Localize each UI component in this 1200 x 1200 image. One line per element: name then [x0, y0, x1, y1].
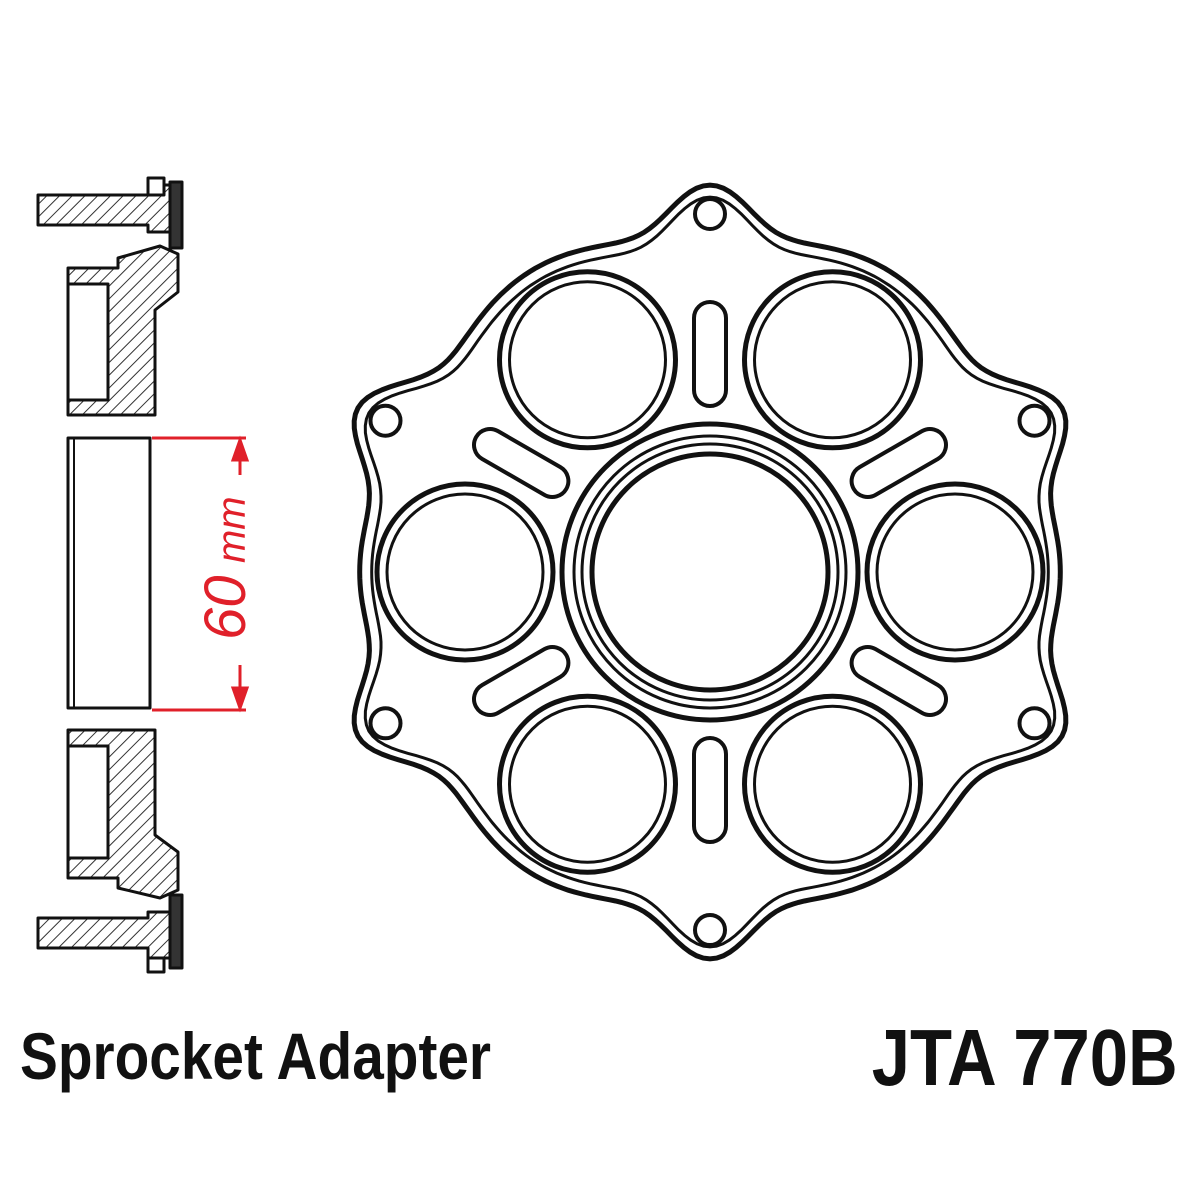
radial-slot — [472, 427, 571, 499]
upper-bearing-recess — [66, 282, 110, 402]
lightening-hole — [875, 492, 1035, 652]
bottom-flange-arm — [36, 910, 172, 960]
product-name: Sprocket Adapter — [20, 1019, 492, 1093]
dimension-label: 60 mm — [193, 496, 258, 640]
bottom-flange-tip — [146, 956, 166, 974]
lightening-holes — [374, 269, 1046, 875]
outer-contour — [351, 182, 1069, 962]
lightening-hole — [742, 693, 923, 875]
lightening-hole — [753, 280, 912, 440]
part-number: JTA 770B — [872, 1013, 1178, 1102]
top-flange-tip — [146, 176, 166, 197]
dimension-unit: mm — [210, 496, 254, 563]
mounting-bolt-holes — [368, 197, 1052, 947]
top-outer-rim — [168, 180, 184, 250]
lightening-hole — [508, 280, 667, 440]
lightening-hole — [742, 269, 923, 451]
radial-slots — [472, 300, 948, 844]
front-view — [351, 182, 1069, 962]
radial-slot — [849, 427, 948, 499]
dimension-60mm — [152, 435, 250, 713]
dimension-value: 60 — [193, 575, 258, 640]
bolt-hole — [1017, 403, 1052, 438]
dimension-arrow-bottom-icon — [230, 686, 250, 713]
lightening-hole — [385, 492, 545, 652]
bolt-hole — [1017, 706, 1052, 741]
bolt-hole — [368, 403, 403, 438]
lower-bearing-recess — [66, 744, 110, 860]
hub-ring-mid — [572, 434, 848, 710]
lightening-hole — [753, 704, 912, 864]
radial-slot — [849, 645, 948, 717]
lightening-hole — [497, 269, 678, 451]
radial-slot — [692, 300, 728, 408]
bolt-hole — [693, 913, 727, 947]
lightening-hole — [497, 693, 678, 875]
lightening-hole — [374, 481, 556, 663]
bolt-hole — [368, 706, 403, 741]
center-bore — [589, 451, 831, 693]
hub-ring-outer — [559, 421, 861, 723]
outer-contour-inner — [363, 195, 1057, 949]
bottom-outer-rim — [168, 893, 184, 970]
dimension-arrow-top-icon — [230, 435, 250, 462]
radial-slot — [692, 736, 728, 844]
bolt-hole — [693, 197, 727, 231]
hub-ring-inner — [580, 442, 840, 702]
lightening-hole — [508, 704, 667, 864]
radial-slot — [472, 645, 571, 717]
central-bore — [66, 436, 152, 710]
side-section-view — [36, 176, 184, 974]
lightening-hole — [864, 481, 1046, 663]
